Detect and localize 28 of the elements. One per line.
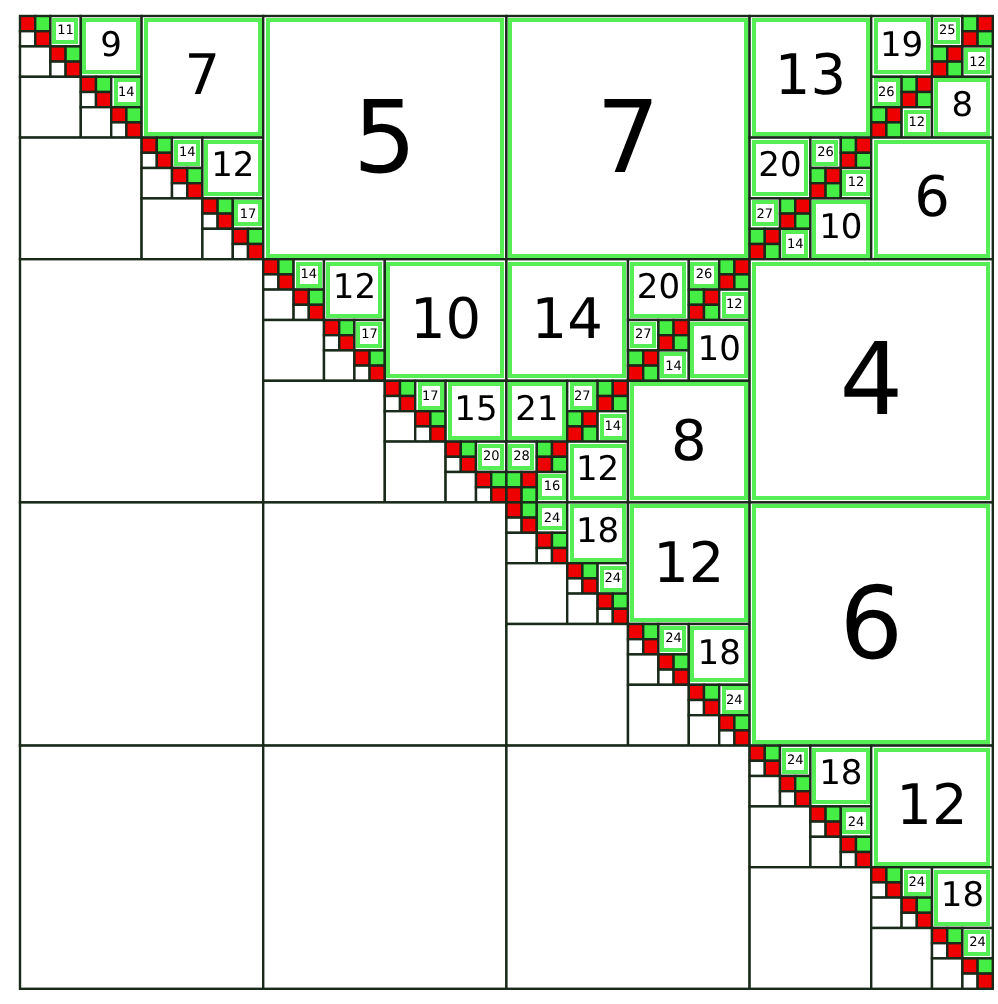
rank-block: 10 [386, 261, 505, 379]
rank-block: 7 [508, 18, 748, 258]
rank-block: 5 [265, 18, 505, 258]
rank-block: 18 [934, 869, 991, 926]
rank-block: 12 [873, 747, 991, 866]
rank-block: 7 [143, 18, 262, 136]
rank-block: 21 [508, 382, 566, 440]
rank-block: 12 [204, 139, 262, 197]
rank-block: 15 [447, 382, 505, 440]
rank-block: 14 [508, 261, 626, 379]
rank-block: 12 [569, 443, 626, 501]
rank-block: 6 [873, 139, 991, 258]
rank-block: 8 [934, 78, 991, 136]
rank-block: 10 [690, 322, 748, 379]
rank-block: 8 [630, 382, 748, 501]
rank-block: 19 [873, 18, 930, 75]
rank-block: 6 [751, 504, 991, 744]
rank-block: 12 [326, 261, 383, 318]
rank-block: 10 [812, 200, 870, 258]
rank-block: 20 [630, 261, 687, 318]
rank-block: 4 [751, 261, 991, 501]
rank-block: 20 [751, 139, 809, 197]
rank-block: 18 [812, 747, 870, 805]
rank-block: 12 [630, 504, 748, 622]
rank-block: 9 [82, 18, 140, 75]
rank-block: 13 [751, 18, 870, 136]
rank-block: 18 [690, 626, 748, 683]
rank-block: 18 [569, 504, 626, 562]
